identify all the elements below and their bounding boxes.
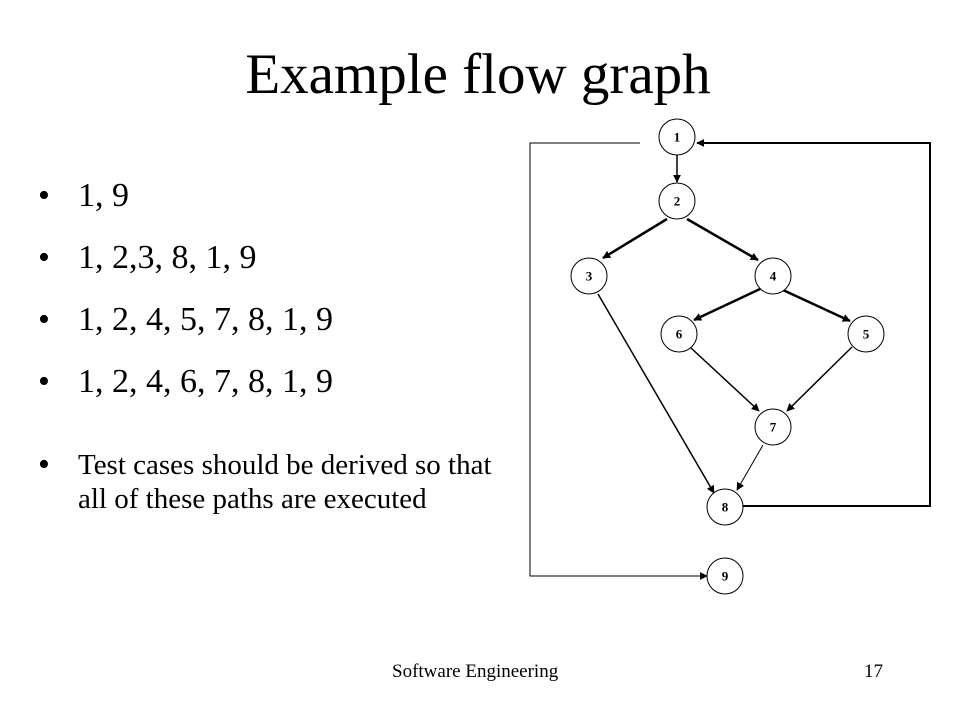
path-item: 1, 2,3, 8, 1, 9 [38,238,518,278]
edge-1-9 [529,142,708,580]
footer-page-number: 17 [864,661,883,682]
node-label: 3 [586,269,593,284]
edge-5-7 [786,346,853,412]
node-label: 5 [863,327,870,342]
edge-4-6 [693,287,761,322]
node-2: 2 [658,182,696,220]
path-item: 1, 9 [38,176,518,216]
path-item: 1, 2, 4, 6, 7, 8, 1, 9 [38,362,518,402]
edge-3-8 [597,293,715,494]
edge-2-3 [602,217,668,260]
edge-8-1 [696,139,931,507]
edge-4-5 [782,288,851,323]
footer-course: Software Engineering [392,661,559,682]
node-7: 7 [754,408,792,446]
node-5: 5 [847,315,885,353]
node-label: 9 [722,569,729,584]
node-label: 6 [676,327,683,342]
node-label: 2 [674,194,681,209]
node-label: 7 [770,420,777,435]
node-9: 9 [706,557,744,595]
edge-7-8 [736,444,764,491]
edge-2-4 [686,217,759,262]
test-case-note: Test cases should be derived so that all… [38,448,518,516]
node-1: 1 [658,118,696,156]
node-8: 8 [706,488,744,526]
path-list: 1, 9 1, 2,3, 8, 1, 9 1, 2, 4, 5, 7, 8, 1… [38,176,518,538]
slide-title: Example flow graph [245,43,711,106]
node-4: 4 [754,257,792,295]
node-label: 1 [674,130,681,145]
node-label: 4 [770,269,777,284]
node-3: 3 [570,257,608,295]
path-item: 1, 2, 4, 5, 7, 8, 1, 9 [38,300,518,340]
node-label: 8 [722,500,729,515]
node-6: 6 [660,315,698,353]
edge-6-7 [690,347,760,412]
